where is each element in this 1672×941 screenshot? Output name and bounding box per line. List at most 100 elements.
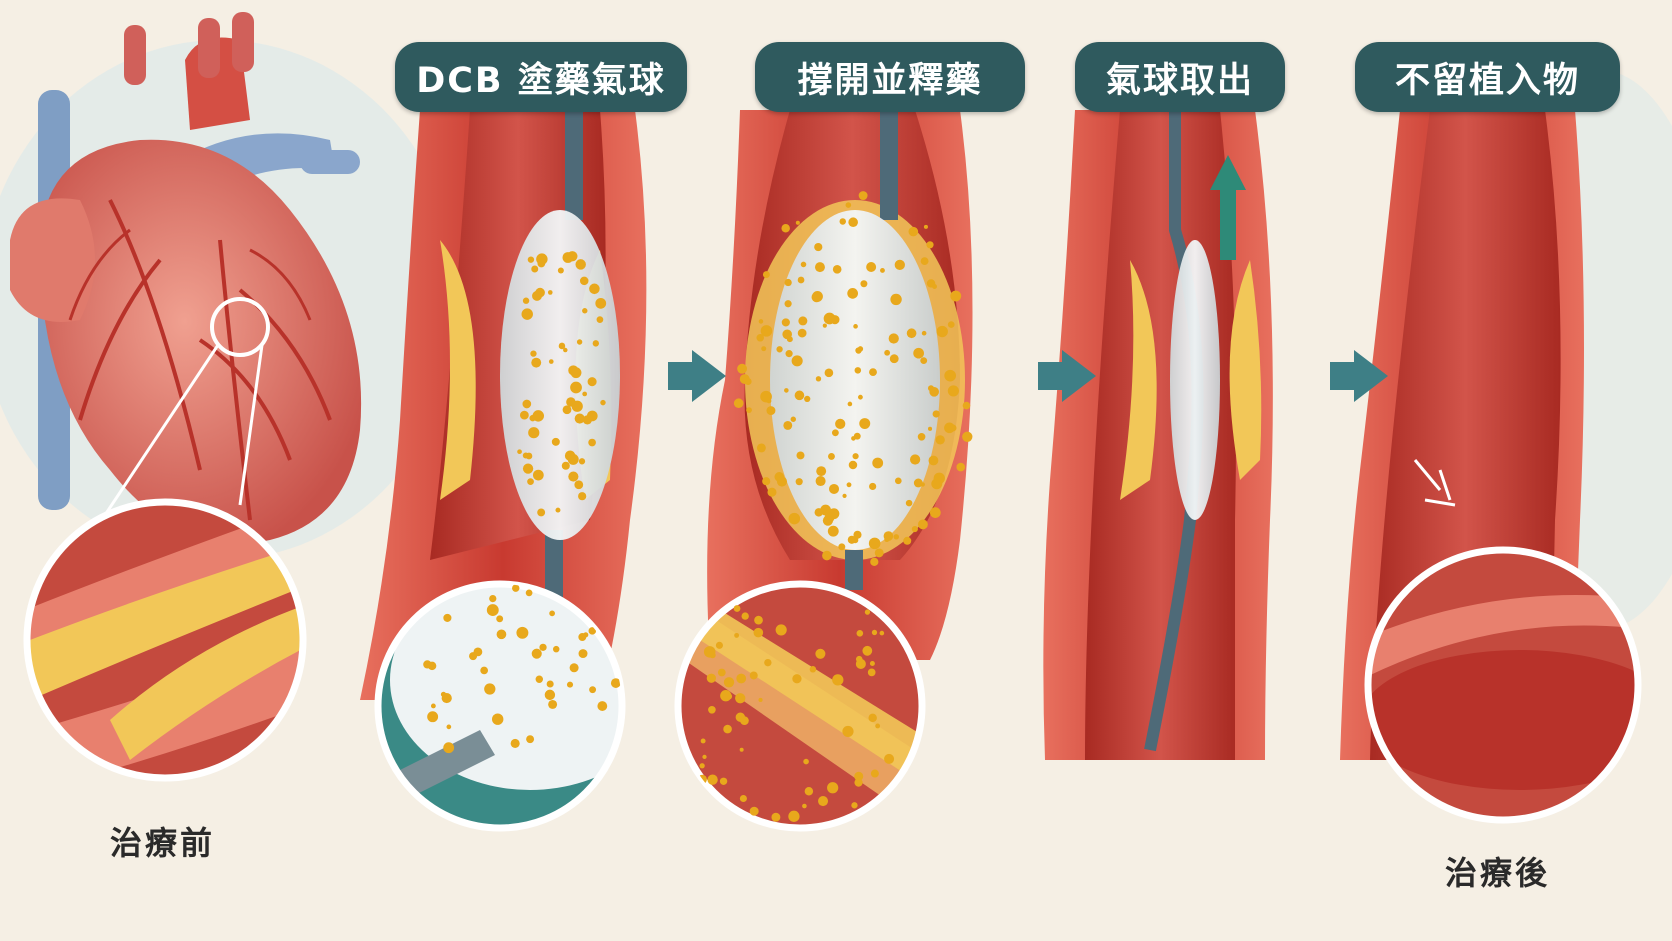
drug-particle xyxy=(884,349,891,356)
drug-particle xyxy=(796,451,805,460)
drug-particle xyxy=(903,536,912,545)
drug-particles xyxy=(423,584,633,754)
drug-particle xyxy=(563,347,568,353)
drug-particle xyxy=(582,391,588,397)
drug-particles xyxy=(517,251,607,517)
drug-particle xyxy=(528,427,540,439)
step-title-dcb-balloon: DCB 塗藥氣球 xyxy=(395,42,687,112)
drug-particle xyxy=(566,681,574,688)
drug-particle xyxy=(864,609,871,615)
before-magnifier-circle xyxy=(23,498,307,782)
drug-particle xyxy=(933,472,945,484)
drug-particle xyxy=(913,347,924,359)
drug-particle xyxy=(531,648,542,659)
drug-particle xyxy=(624,650,633,659)
drug-particle xyxy=(797,276,805,284)
drug-particle xyxy=(868,713,877,723)
drug-particle xyxy=(736,673,747,684)
drug-particle xyxy=(894,259,905,270)
drug-particle xyxy=(824,368,834,378)
drug-particle xyxy=(516,626,529,639)
drug-particle xyxy=(854,778,863,787)
drug-particle xyxy=(760,325,773,337)
drug-particle xyxy=(737,363,748,374)
drug-particle xyxy=(723,724,732,734)
drug-particle xyxy=(764,658,772,667)
drug-particle xyxy=(758,319,764,324)
drug-particle xyxy=(947,321,955,328)
drug-particle xyxy=(795,220,800,225)
drug-particle xyxy=(820,504,832,516)
drug-particle xyxy=(548,359,554,364)
drug-particle xyxy=(883,531,894,541)
drug-particle xyxy=(741,612,749,620)
drug-particle xyxy=(570,381,582,394)
drug-particle xyxy=(880,268,885,273)
drug-particle xyxy=(588,438,596,447)
drug-particle xyxy=(823,312,836,325)
drug-particle xyxy=(872,457,884,469)
drug-particle xyxy=(532,469,544,481)
drug-particle xyxy=(549,610,555,617)
drug-particle xyxy=(855,347,862,354)
drug-particle xyxy=(795,478,803,486)
drug-particle xyxy=(908,226,919,237)
drug-particle xyxy=(546,680,554,688)
drug-particle xyxy=(784,300,792,308)
drug-particle xyxy=(910,454,921,465)
drug-particle xyxy=(845,202,852,208)
drug-particle xyxy=(567,453,579,465)
drug-particle xyxy=(856,629,864,637)
drug-particle xyxy=(562,254,568,260)
drug-particle xyxy=(753,627,764,638)
drug-particle xyxy=(510,738,520,749)
drug-particle xyxy=(800,261,807,268)
drug-particle xyxy=(875,723,881,729)
drug-particle xyxy=(949,424,957,432)
drug-particle xyxy=(749,671,758,680)
drug-particle xyxy=(744,377,752,385)
drug-particle xyxy=(905,499,913,507)
drug-particle xyxy=(851,802,858,809)
drug-particle xyxy=(917,519,928,530)
drug-particle xyxy=(756,443,766,453)
drug-particle xyxy=(531,265,539,273)
drug-particle xyxy=(578,492,587,501)
drug-particle xyxy=(791,355,803,367)
drug-particle xyxy=(484,683,496,695)
drug-particle xyxy=(923,224,928,229)
drug-particle xyxy=(733,605,741,612)
drug-particle xyxy=(890,293,902,306)
drug-particle xyxy=(600,399,606,406)
drug-particle xyxy=(869,482,877,491)
drug-particle xyxy=(537,259,546,268)
drug-particle xyxy=(723,677,735,688)
drug-particle xyxy=(818,796,829,807)
drug-particle xyxy=(762,477,771,486)
drug-particle xyxy=(496,629,507,640)
drug-particle xyxy=(575,259,586,270)
drug-particle xyxy=(868,537,881,550)
step2-magnifier-circle xyxy=(674,580,926,832)
drug-particle xyxy=(423,660,432,669)
drug-particle xyxy=(767,487,777,497)
drug-particle xyxy=(852,453,859,460)
drug-particle xyxy=(784,388,789,393)
drug-particle xyxy=(527,256,535,263)
drug-particle xyxy=(526,735,535,744)
drug-particle xyxy=(848,217,858,228)
drug-particle xyxy=(794,390,805,401)
drug-particle xyxy=(811,292,822,303)
drug-particle xyxy=(430,703,436,709)
drug-particle xyxy=(879,630,885,636)
drug-particle xyxy=(894,477,902,485)
drug-particle xyxy=(739,794,747,803)
drug-particle xyxy=(893,534,900,540)
drug-particle xyxy=(555,507,561,513)
drug-particle xyxy=(706,673,717,683)
drug-particle xyxy=(749,806,759,816)
drug-particle xyxy=(783,420,793,430)
drug-particle xyxy=(589,283,600,295)
drug-particle xyxy=(788,810,800,822)
